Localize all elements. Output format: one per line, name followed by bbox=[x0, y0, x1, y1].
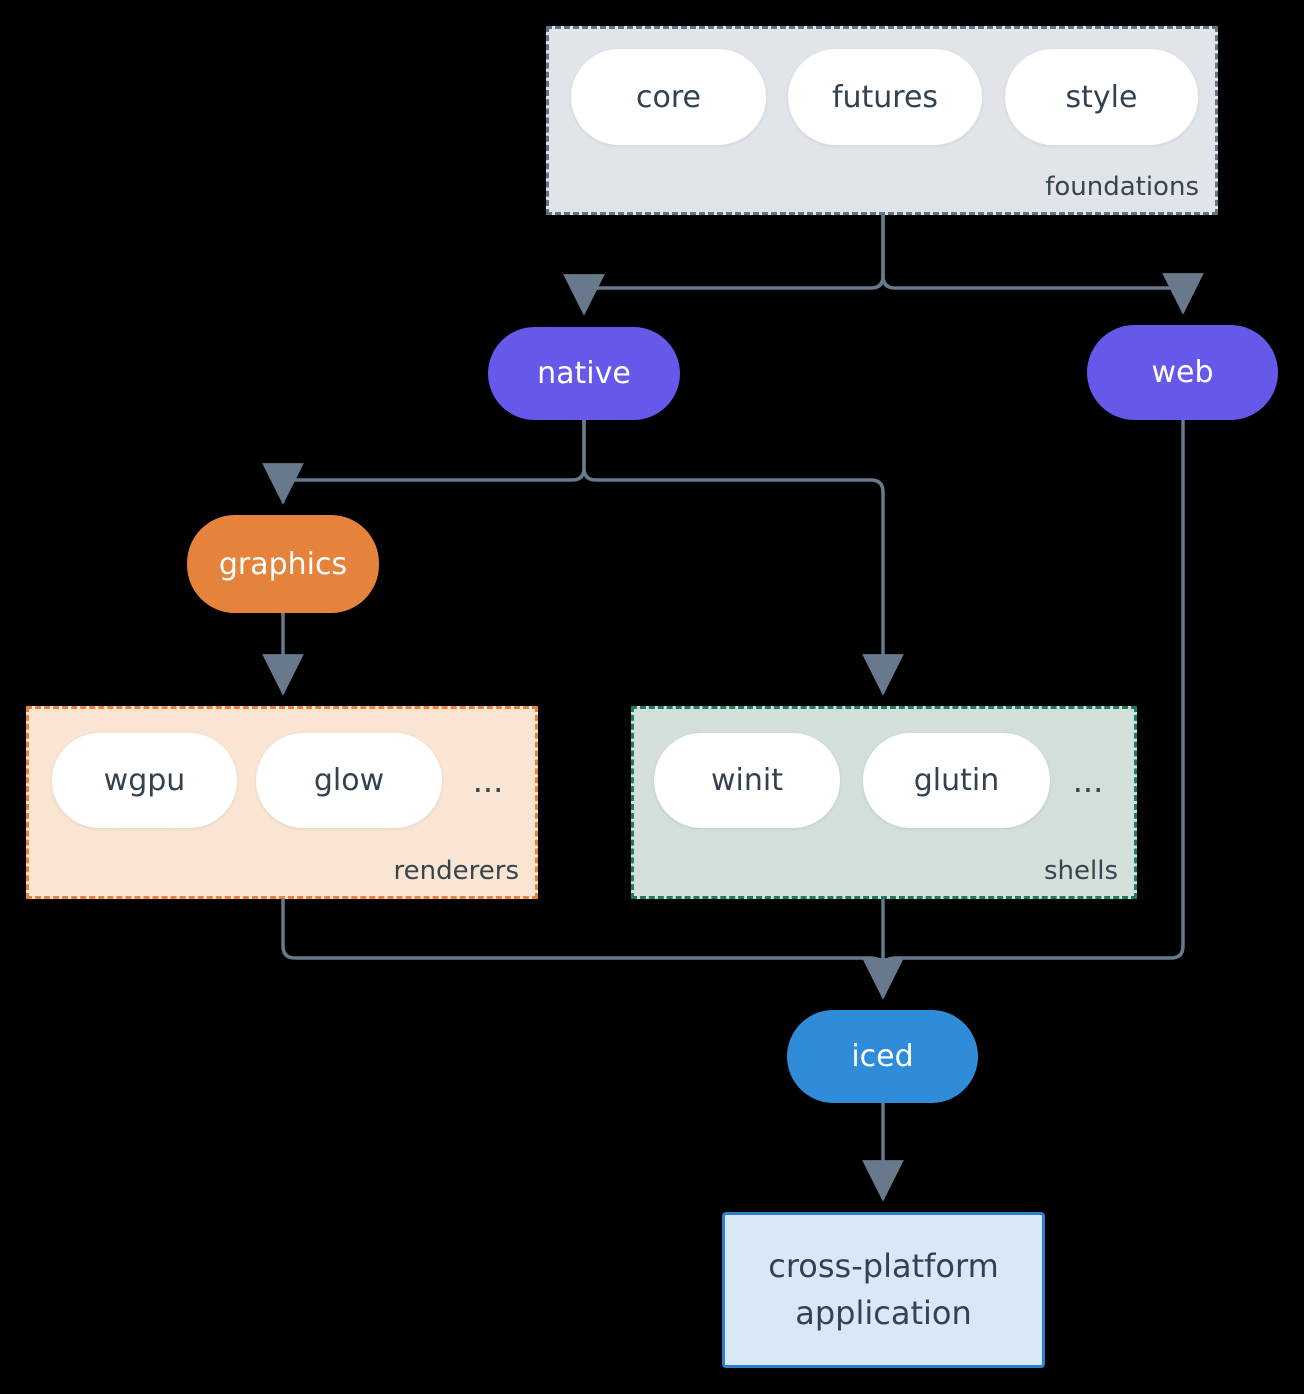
node-native-label: native bbox=[537, 356, 631, 391]
node-graphics-label: graphics bbox=[218, 546, 348, 582]
node-futures: futures bbox=[788, 49, 982, 145]
node-futures-label: futures bbox=[831, 79, 939, 115]
node-native: native bbox=[488, 327, 680, 420]
node-glow: glow bbox=[256, 733, 442, 828]
edge-foundations-web bbox=[881, 213, 1204, 315]
node-style-label: style bbox=[1065, 79, 1138, 115]
edge-renderers-bus bbox=[281, 897, 885, 972]
node-glutin: glutin bbox=[863, 733, 1050, 828]
shells-group-label: shells bbox=[1043, 856, 1118, 886]
edge-native-shells bbox=[582, 418, 904, 696]
node-wgpu: wgpu bbox=[52, 733, 237, 828]
node-iced-label: iced bbox=[851, 1039, 914, 1074]
node-graphics: graphics bbox=[187, 515, 379, 613]
node-core: core bbox=[571, 49, 766, 145]
application-label-line2: application bbox=[795, 1294, 972, 1332]
node-winit-label: winit bbox=[711, 763, 783, 798]
application-label-line1: cross-platform bbox=[768, 1247, 999, 1285]
edge-foundations-native bbox=[563, 213, 885, 316]
node-glutin-label: glutin bbox=[913, 763, 1000, 798]
node-style: style bbox=[1005, 49, 1198, 145]
edge-native-graphics bbox=[262, 418, 586, 505]
node-web: web bbox=[1087, 325, 1278, 420]
node-cross-platform-application: cross-platform application bbox=[722, 1212, 1045, 1368]
node-iced: iced bbox=[787, 1010, 978, 1103]
foundations-group-label: foundations bbox=[1045, 172, 1199, 202]
node-core-label: core bbox=[636, 79, 701, 115]
renderers-group-label: renderers bbox=[393, 856, 519, 886]
node-winit: winit bbox=[654, 733, 840, 828]
node-wgpu-label: wgpu bbox=[103, 763, 186, 798]
renderers-ellipsis: ... bbox=[472, 761, 504, 800]
shells-ellipsis: ... bbox=[1072, 761, 1104, 800]
node-web-label: web bbox=[1151, 355, 1214, 390]
node-glow-label: glow bbox=[313, 763, 385, 798]
